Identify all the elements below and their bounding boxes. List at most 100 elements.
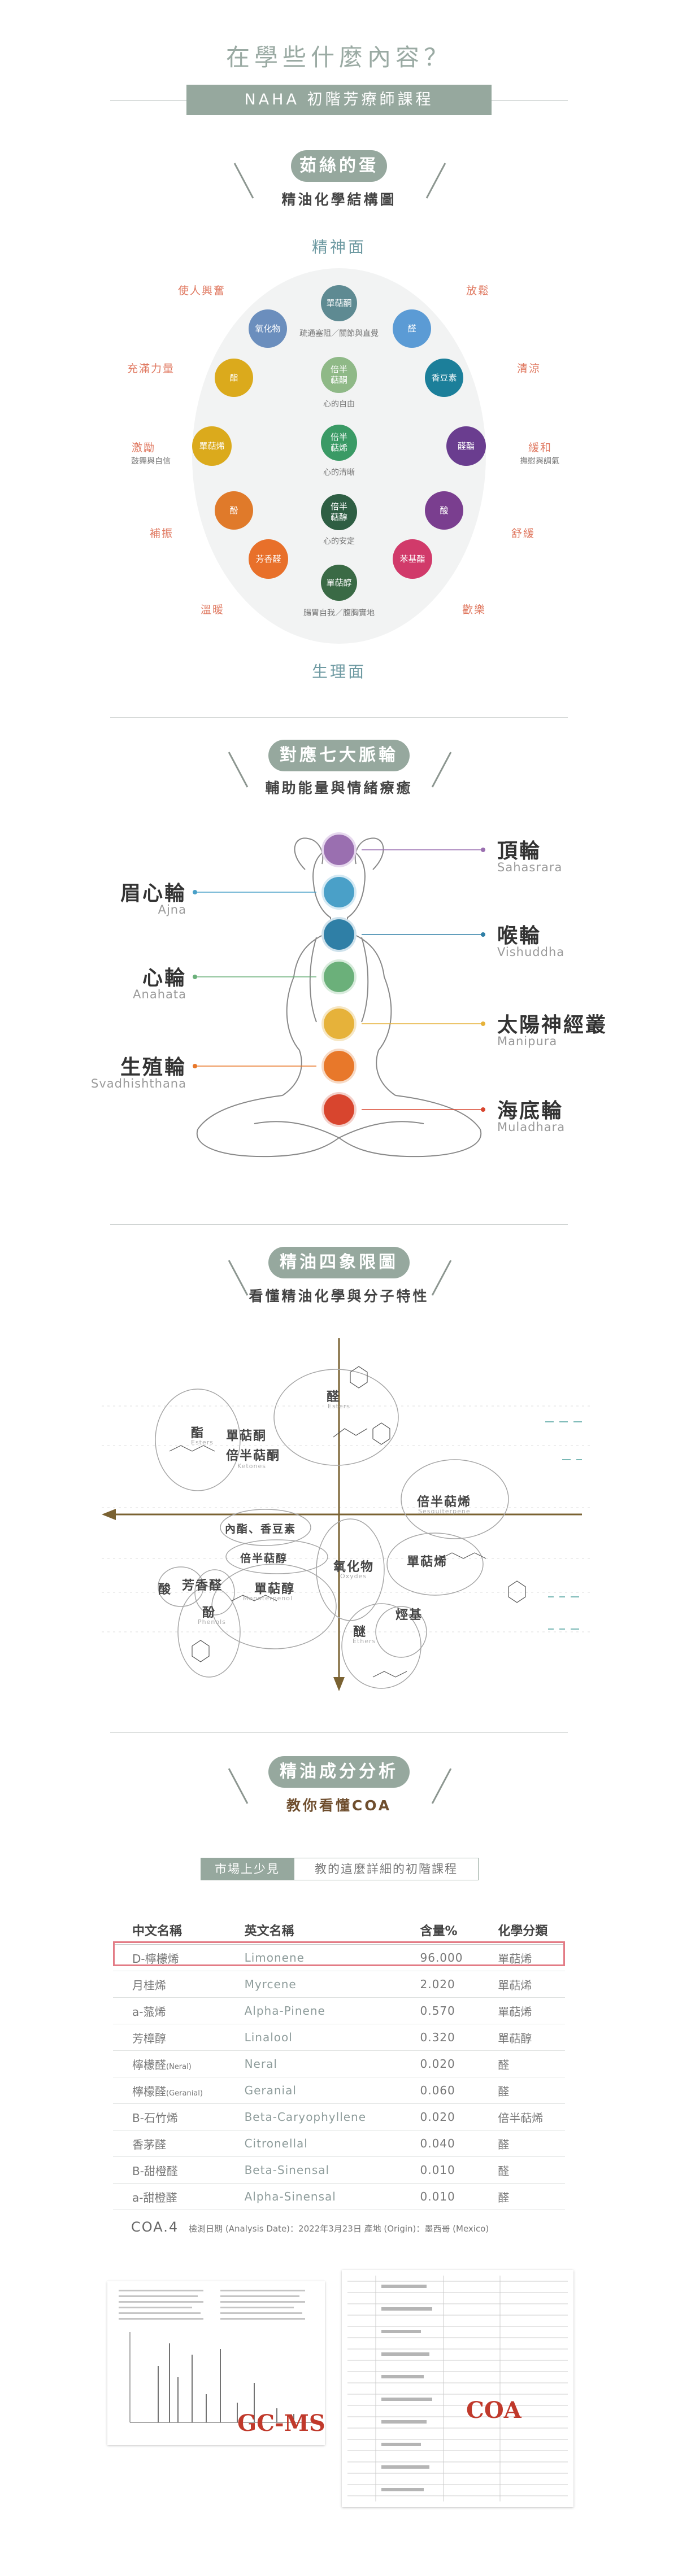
section-subtitle: 看懂精油化學與分子特性 — [249, 1288, 429, 1304]
cell-cn-name: B-甜橙醛 — [113, 2156, 225, 2184]
gcms-chromatogram — [119, 2290, 316, 2423]
quadrant-group-sublabel: Monoterpenol — [243, 1595, 293, 1602]
molecule-circle: 倍半 萜醇 — [321, 494, 357, 530]
chakra-label-en: Ajna — [158, 903, 186, 916]
section-title-pill: 對應七大脈輪 — [268, 740, 410, 771]
molecule-circle: 芳香醛 — [249, 539, 288, 579]
cell-percent: 0.020 — [401, 2050, 479, 2077]
quadrant-group-label: 單萜酮 — [226, 1429, 267, 1443]
tag-detailed: 教的這麼詳細的初階課程 — [294, 1858, 479, 1880]
tag-rare: 市場上少見 — [201, 1858, 294, 1880]
cell-cn-text: 月桂烯 — [132, 1978, 166, 1992]
cell-en-name: Myrcene — [225, 1971, 401, 1998]
effect-label: 歡樂 — [462, 604, 486, 616]
cell-cn-text: a-甜橙醛 — [132, 2190, 177, 2204]
effect-label: 舒緩 — [511, 527, 536, 540]
effect-label: 使人興奮 — [178, 285, 226, 297]
quadrant-group-sublabel: Oxydes — [340, 1573, 367, 1580]
cell-cn-name: a-蒎烯 — [113, 1997, 225, 2024]
molecule-circle: 倍半 萜酮 — [321, 357, 357, 393]
coa-label: COA — [466, 2397, 521, 2424]
section-divider — [110, 717, 568, 718]
gcms-label: GC-MS — [237, 2410, 325, 2437]
cell-cn-text: B-石竹烯 — [132, 2111, 178, 2125]
quadrant-group-label: 單萜烯 — [407, 1555, 448, 1569]
quadrant-group-sublabel: Phenols — [198, 1618, 226, 1626]
coa-document-image — [342, 2270, 573, 2507]
quadrant-group-sublabel: Ketones — [237, 1462, 266, 1470]
molecule-circle: 氧化物 — [249, 309, 287, 348]
cell-cn-text: D-檸檬烯 — [132, 1951, 179, 1966]
cell-cn-name: 香茅醛 — [113, 2130, 225, 2157]
axis-label-bottom: 生理面 — [311, 662, 366, 681]
cell-cn-name: a-甜橙醛 — [113, 2183, 225, 2210]
cell-class: 醛 — [479, 2130, 565, 2157]
cell-cn-text: 檸檬醛 — [132, 2058, 166, 2072]
center-caption: 心的自由 — [323, 400, 355, 409]
quadrant-group-sublabel: Ethers — [353, 1638, 376, 1645]
molecule-circle: 單萜烯 — [192, 426, 232, 466]
cell-en-name: Citronellal — [225, 2130, 401, 2157]
section-title-pill: 精油四象限圖 — [268, 1247, 410, 1278]
cell-cn-text: 檸檬醛 — [132, 2084, 166, 2098]
cell-class: 單萜烯 — [479, 1944, 565, 1971]
column-header: 含量% — [401, 1916, 479, 1945]
quadrant-diagram — [102, 1338, 593, 1691]
quadrant-group-label: 烴基 — [395, 1608, 423, 1622]
column-header: 化學分類 — [479, 1916, 565, 1945]
cell-cn-note: (Neral) — [166, 2062, 192, 2071]
gcms-document-image — [107, 2281, 325, 2445]
chakra-root-icon — [324, 1094, 354, 1125]
coa-note-title: COA.4 — [131, 2219, 179, 2235]
cell-percent: 0.320 — [401, 2024, 479, 2051]
cell-percent: 0.020 — [401, 2103, 479, 2130]
chakra-label-en: Sahasrara — [497, 861, 563, 874]
cell-percent: 0.040 — [401, 2130, 479, 2157]
section-divider — [110, 1732, 568, 1733]
cell-class: 醛 — [479, 2050, 565, 2077]
cell-cn-name: 檸檬醛(Geranial) — [113, 2077, 225, 2104]
effect-label: 溫暖 — [201, 604, 225, 616]
effect-label: 激勵 — [132, 442, 156, 454]
chakra-label-en: Svadhishthana — [91, 1077, 186, 1090]
cell-cn-name: 檸檬醛(Neral) — [113, 2050, 225, 2077]
cell-en-name: Linalool — [225, 2024, 401, 2051]
molecule-circle: 單萜醇 — [321, 565, 357, 601]
molecule-circle: 單萜酮 — [321, 285, 357, 321]
cell-percent: 0.570 — [401, 1997, 479, 2024]
cell-class: 單萜醇 — [479, 2024, 565, 2051]
cell-class: 倍半萜烯 — [479, 2103, 565, 2130]
cell-cn-name: 月桂烯 — [113, 1971, 225, 1998]
effect-label: 放鬆 — [466, 285, 490, 297]
cell-cn-name: B-石竹烯 — [113, 2103, 225, 2130]
molecule-circle: 苯基酯 — [393, 539, 432, 579]
cell-cn-text: 芳樟醇 — [132, 2031, 166, 2045]
cell-cn-note: (Geranial) — [166, 2089, 203, 2098]
quadrant-group-label: 單萜醇 — [254, 1582, 295, 1596]
chakra-crown-icon — [324, 835, 354, 865]
chakra-label: 眉心輪 — [120, 882, 186, 905]
cell-en-name: Alpha-Pinene — [225, 1997, 401, 2024]
molecule-circle: 酯 — [215, 359, 253, 397]
molecule-circle: 倍半 萜烯 — [321, 425, 357, 461]
cell-class: 醛 — [479, 2183, 565, 2210]
quadrant-group-label: 內酯、香豆素 — [225, 1523, 297, 1535]
center-caption: 疏通塞阻／關節與直覺 — [299, 329, 379, 338]
chakra-label-en: Manipura — [497, 1034, 558, 1048]
chakra-heart-icon — [324, 962, 354, 992]
cell-en-name: Neral — [225, 2050, 401, 2077]
section-divider — [110, 1224, 568, 1225]
chakra-sacral-icon — [324, 1051, 354, 1081]
center-caption: 心的清晰 — [323, 468, 355, 477]
effect-label: 緩和 — [528, 442, 553, 454]
cell-percent: 0.010 — [401, 2183, 479, 2210]
center-caption: 腸胃自我／腹胸實地 — [303, 609, 375, 618]
